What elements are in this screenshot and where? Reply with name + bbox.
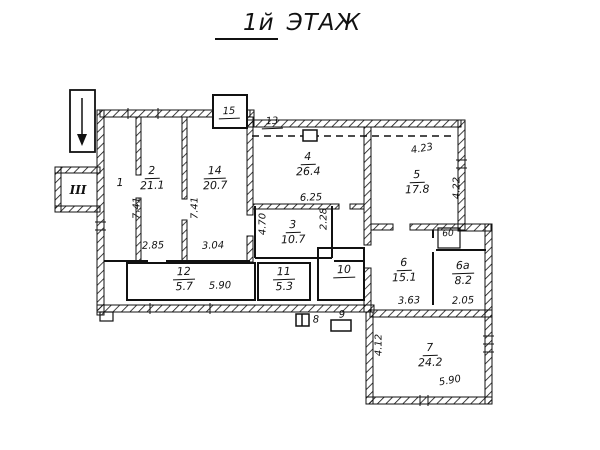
room-label-7: 7 24.2 (417, 340, 443, 370)
room-area: 17.8 (404, 182, 430, 197)
room-number: 7 (422, 340, 438, 357)
room-area: 24.2 (417, 355, 443, 370)
dim-room2-width: 2.85 (141, 240, 165, 252)
room-label-9: 9 (338, 309, 346, 321)
room-label-5: 5 17.8 (404, 167, 430, 197)
room-number: 12 (172, 264, 196, 281)
dim-room14-height: 7.41 (189, 196, 201, 220)
room-area: 5.3 (275, 279, 294, 294)
room-area: 26.4 (295, 164, 321, 179)
dim-room6-width: 3.63 (397, 295, 421, 307)
room-number: 3 (285, 217, 301, 234)
room-number: 14 (203, 163, 227, 180)
entrance-ramp (69, 89, 96, 153)
dim-room4-width: 6.25 (299, 192, 323, 204)
dim-room5-height: 4.22 (451, 176, 463, 200)
room-label-12: 12 5.7 (172, 264, 196, 294)
shaft-box (437, 227, 461, 249)
dim-room14-width: 3.04 (201, 240, 225, 252)
room-label-14: 14 20.7 (202, 163, 228, 193)
room-number: 11 (272, 264, 296, 281)
dim-room7-height: 4.12 (373, 333, 385, 357)
title-floor-number: 1й (215, 10, 278, 40)
room-number: 6а (451, 258, 474, 275)
outer-walls (54, 109, 493, 405)
room-area: 8.2 (454, 273, 473, 288)
room-number: 4 (300, 149, 316, 166)
room-label-1: 1 (116, 176, 123, 189)
entrance-mark: III (69, 183, 87, 197)
room-area: 5.7 (175, 279, 194, 294)
room-number: 10 (332, 262, 356, 279)
dim-shaft: 60 (442, 228, 454, 240)
room-label-2: 2 21.1 (139, 163, 165, 193)
room-number: 5 (409, 167, 425, 184)
room-number: 6 (396, 255, 412, 272)
room-label-8: 8 (312, 314, 320, 326)
room-area: 15.1 (391, 270, 417, 285)
page-title: 1й ЭТАЖ (215, 10, 361, 40)
room-label-11: 11 5.3 (272, 264, 296, 294)
dim-room2-height: 7.41 (131, 196, 143, 220)
window-marks (95, 108, 494, 406)
room-number: 1 (116, 175, 124, 190)
dim-room6a-width: 2.05 (451, 295, 475, 307)
room-label-3: 3 10.7 (280, 217, 306, 247)
down-arrow-icon (77, 98, 87, 146)
partition-walls (104, 206, 486, 305)
room-label-13: 13 (261, 115, 283, 130)
room-area: 20.7 (202, 178, 228, 193)
room-label-6a: 6а 8.2 (451, 258, 475, 288)
room-area: 10.7 (280, 232, 306, 247)
dim-room3-height: 4.70 (257, 212, 269, 236)
dashed-axis (252, 129, 456, 142)
room-number: 15 (218, 105, 240, 120)
title-word: ЭТАЖ (286, 10, 362, 36)
room-label-4: 4 26.4 (295, 149, 321, 179)
room-number: 13 (261, 115, 283, 130)
room-label-15: 15 (218, 105, 240, 120)
room-area: 21.1 (139, 178, 165, 193)
stair-box (212, 94, 248, 129)
dim-room3-right: 2.28 (318, 207, 330, 231)
room-label-10: 10 (332, 262, 356, 279)
interior-walls (135, 116, 459, 313)
room-number: 2 (144, 163, 160, 180)
dim-corridor-length: 5.90 (208, 280, 232, 292)
service-boxes (99, 311, 352, 332)
room-label-6: 6 15.1 (391, 255, 417, 285)
